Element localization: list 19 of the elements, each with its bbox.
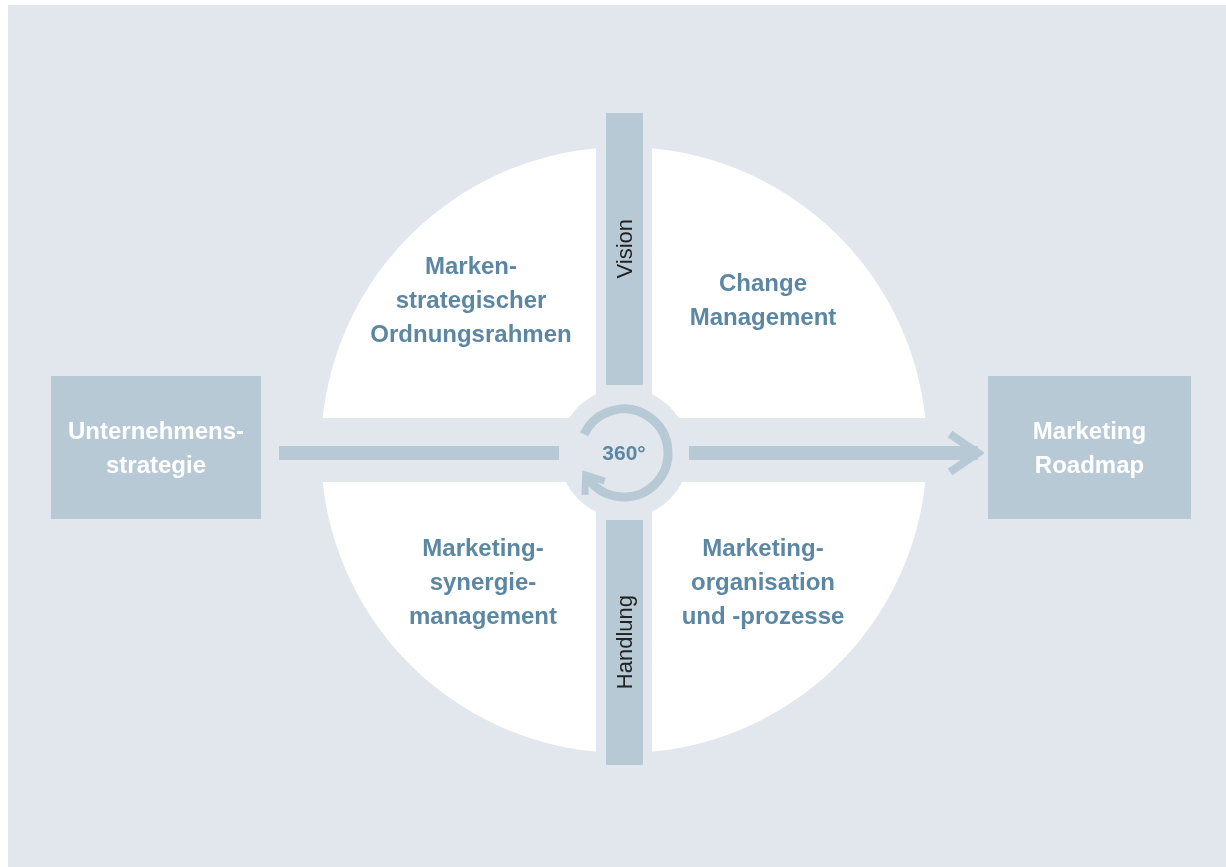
quadrant-label: Marken- strategischer Ordnungsrahmen	[369, 251, 573, 349]
quadrant-segment	[652, 482, 927, 753]
connector-line	[279, 446, 559, 460]
quadrant-segment	[652, 147, 927, 418]
box-label: Unternehmens- strategie	[67, 415, 245, 480]
quadrant-label: Marketing- synergie- management	[407, 533, 558, 631]
vertical-band	[606, 113, 643, 385]
arrow	[689, 430, 982, 476]
quadrant-label: Change Management	[688, 268, 838, 332]
quadrant-segment	[321, 147, 596, 418]
center-label: 360°	[602, 441, 646, 465]
process-box	[988, 376, 1191, 519]
process-box	[51, 376, 261, 519]
band-label: Handlung	[611, 595, 638, 690]
box-label: Marketing Roadmap	[1031, 415, 1148, 480]
band-label: Vision	[611, 219, 638, 279]
quadrant-label: Marketing- organisation und -prozesse	[680, 533, 846, 631]
vertical-band	[606, 520, 643, 765]
quadrant-segment	[321, 482, 596, 753]
